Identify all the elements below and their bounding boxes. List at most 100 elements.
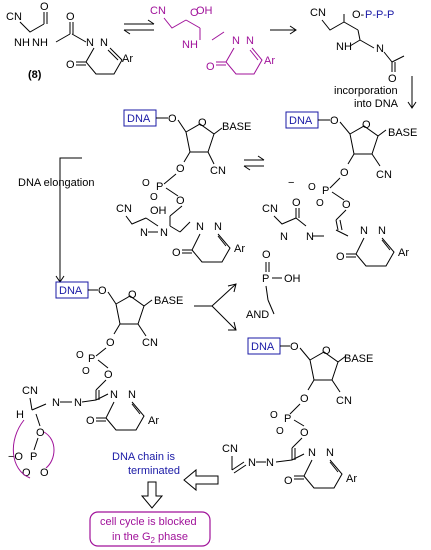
nitrile-label: CN — [376, 169, 392, 181]
chain-terminated-line1: DNA chain is — [112, 451, 175, 463]
azine-n-label: N — [52, 397, 60, 409]
hydrogen-label: H — [16, 409, 24, 421]
ether-o-label: O — [330, 115, 339, 127]
ester-o-label: O — [176, 195, 185, 207]
base-label: BASE — [154, 295, 183, 307]
sugar-o-label: O — [198, 117, 207, 129]
blocked-line1: cell cycle is blocked — [100, 516, 197, 528]
ester-o-label: O — [104, 369, 113, 381]
ester-o-label: O — [342, 199, 351, 211]
phosphate-o-label: O — [300, 393, 309, 405]
ring-n-label: N — [360, 225, 368, 237]
dna-label: DNA — [251, 341, 275, 353]
ether-o-label: O — [290, 341, 299, 353]
ring-n-label-2: N — [246, 35, 254, 47]
ring-n-label-2: N — [214, 221, 222, 233]
amide-n-label: N — [376, 43, 384, 55]
ring-o-label: O — [86, 415, 95, 427]
dna-label: DNA — [59, 285, 83, 297]
incorporation-label: incorporation — [334, 85, 398, 97]
nucleotide-incorporated-right: DNA O O BASE CN O P − O O O CN O N N N N — [262, 111, 417, 267]
tautomer-enol: CN O OH NH N N Ar O — [150, 5, 275, 75]
nh-label-2: NH — [14, 37, 30, 49]
base-label: BASE — [344, 353, 373, 365]
nitrile-label: CN — [6, 11, 22, 23]
aryl-label: Ar — [122, 53, 133, 65]
leaving-p-label: P — [30, 451, 37, 463]
triphosphate-fragment: CN O- P-P-P NH N O — [310, 7, 405, 85]
aryl-label: Ar — [398, 247, 409, 259]
sugar-o-label: O — [128, 289, 137, 301]
branch-arrows — [194, 283, 237, 331]
enol-oh-label: OH — [150, 205, 167, 217]
phosphorus-label: P — [322, 185, 329, 197]
carbonyl-o-label: O — [40, 1, 49, 13]
azine-label: N — [140, 227, 148, 239]
p-o-label-2: O — [316, 198, 324, 209]
azine-n-label: N — [306, 231, 314, 243]
aryl-label: Ar — [148, 415, 159, 427]
nitrile-label: CN — [142, 337, 158, 349]
ether-o-label: O — [98, 285, 107, 297]
minus-charge: − — [288, 177, 294, 189]
azine-label-2: N — [160, 227, 168, 239]
ring-o-label: O — [172, 247, 181, 259]
leaving-o-label-2: O — [22, 467, 31, 479]
dna-label: DNA — [127, 113, 151, 125]
nucleotide-incorporated-left: DNA O O BASE CN O P O O O CN OH N N N N … — [116, 109, 251, 263]
nitrile-label: CN — [150, 5, 166, 17]
p-o-label: O — [76, 350, 84, 361]
dna-elongation-arrow: DNA elongation — [18, 157, 94, 283]
hollow-arrow-left — [183, 468, 219, 492]
blocked-prefix: in the G — [112, 531, 151, 543]
phosphate-o-label: O — [106, 337, 115, 349]
tautomer-keto: CN O NH NH O N N Ar O (8) — [6, 1, 133, 81]
azine-n-label-2: N — [266, 457, 274, 469]
blocked-line2: in the G2 phase — [112, 531, 188, 545]
nitrile-label-2: CN — [116, 203, 132, 215]
equilibrium-arrow-top — [123, 19, 155, 35]
blocked-suffix: phase — [155, 531, 188, 543]
phosphate-o-label: O — [176, 163, 185, 175]
ring-n-label-2: N — [378, 225, 386, 237]
p-o-label: O — [142, 178, 150, 189]
carbonyl-o-label-2: O — [66, 11, 75, 23]
ester-o-label: O — [300, 427, 309, 439]
ring-o-label: O — [206, 61, 215, 73]
chain-terminated-line2: terminated — [128, 465, 180, 477]
ring-n-label-2: N — [326, 447, 334, 459]
p-o-label-2: O — [82, 366, 90, 377]
hydrazide-label: NH — [182, 39, 198, 51]
ring-o-label: O — [284, 475, 293, 487]
into-dna-label: into DNA — [354, 98, 399, 110]
carbonyl-o-label: O — [388, 73, 397, 85]
enol-oh-label: OH — [196, 5, 213, 17]
electron-arrow — [12, 419, 31, 479]
triphosphate-label: P-P-P — [365, 9, 394, 21]
p-o-label-2: O — [276, 426, 284, 437]
equilibrium-arrow-middle — [243, 155, 265, 171]
azine-n-label-2: N — [74, 397, 82, 409]
hydrazide-label: NH — [336, 41, 352, 53]
leaving-o-label: O — [36, 427, 45, 439]
phosphorus-label: P — [88, 353, 95, 365]
enol-o-label: O — [190, 7, 199, 19]
hn-label: N — [280, 231, 288, 243]
ring-o-label: O — [66, 59, 75, 71]
and-label: AND — [246, 309, 269, 321]
ring-n-label: N — [110, 389, 118, 401]
nucleotide-terminated-right: DNA O O BASE CN O P O O O CN N N N N Ar — [222, 337, 373, 489]
nitrile-label: CN — [336, 395, 352, 407]
ring-n-label: N — [86, 37, 94, 49]
nitrile-label-2: CN — [222, 443, 238, 455]
nitrile-label-2: CN — [262, 203, 278, 215]
nitrile-label: CN — [310, 7, 326, 19]
electron-arrow-2 — [43, 431, 55, 469]
base-label: BASE — [222, 121, 251, 133]
nh-label: NH — [32, 37, 48, 49]
p-o-label-2: O — [150, 192, 158, 203]
sugar-o-label: O — [362, 119, 371, 131]
aryl-label: Ar — [264, 55, 275, 67]
incorporation-arrow: incorporation into DNA — [334, 76, 417, 110]
nucleotide-elongated-left: DNA O O BASE CN O P O O O CN H N N N N A… — [8, 281, 183, 479]
